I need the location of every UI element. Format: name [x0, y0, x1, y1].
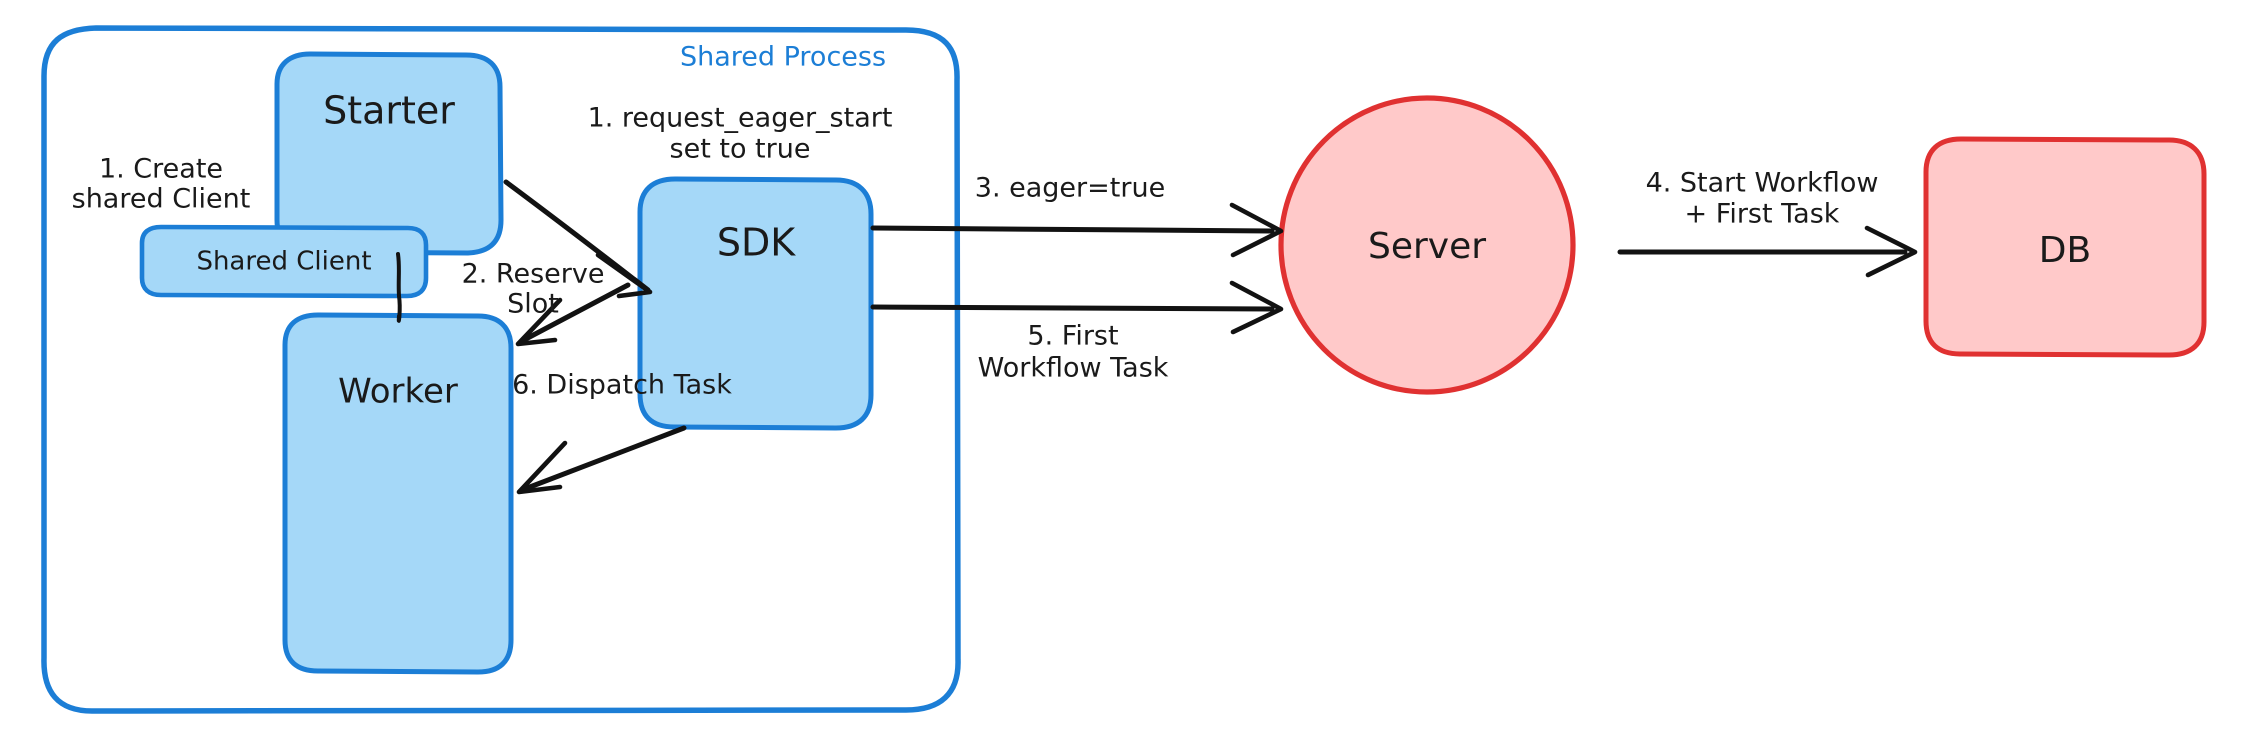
edge-starter-shared-client: [396, 252, 401, 298]
shared-process-border: [41, 25, 961, 714]
step6-line1: 6. Dispatch Task: [512, 370, 732, 401]
arrowhead-icon: [595, 252, 653, 299]
arrowhead-icon: [515, 297, 563, 347]
server-shape: [1278, 95, 1576, 395]
edge-line-visible: [519, 425, 687, 493]
arrowhead-icon: [516, 440, 568, 495]
step2-line2: Slot: [507, 289, 559, 320]
edge-sdk-worker-dispatch: [516, 425, 687, 495]
sdk-label: SDK: [717, 221, 796, 265]
worker-shape: [282, 312, 514, 675]
edge-sdk-server-firsttask: [870, 280, 1284, 335]
db-label: DB: [2039, 230, 2091, 271]
edge-line-visible: [519, 282, 631, 344]
edge-label-step3: 3. eager=true: [975, 173, 1165, 204]
starter-label: Starter: [323, 89, 455, 133]
edge-line: [396, 252, 401, 298]
edge-line: [870, 304, 1275, 312]
edge-line: [870, 225, 1275, 234]
step5-line2: Workflow Task: [978, 353, 1169, 384]
shared-client-label: Shared Client: [196, 247, 371, 277]
node-sdk[interactable]: SDK: [637, 176, 874, 431]
edge-sdk-worker-reserve: [515, 282, 631, 347]
edge-label-step6: 6. Dispatch Task: [512, 370, 732, 401]
node-db[interactable]: DB: [1923, 136, 2207, 358]
edge-label-step5: 5. First Workflow Task: [978, 321, 1169, 384]
worker-label: Worker: [338, 372, 458, 412]
step1-create-line2: shared Client: [72, 184, 251, 215]
edge-sdk-server-eager: [870, 202, 1284, 258]
starter-shape: [274, 51, 504, 256]
step1-eager-line2: set to true: [670, 134, 811, 165]
db-shape: [1923, 136, 2207, 358]
edge-label-step2: 2. Reserve Slot: [462, 259, 605, 320]
step5-line1: 5. First: [1027, 321, 1118, 352]
shared-client-shape: [139, 224, 429, 299]
edge-label-step4: 4. Start Workflow + First Task: [1646, 168, 1879, 230]
edge-starter-sdk: [503, 179, 653, 299]
edge-line-b: [396, 294, 402, 323]
server-label: Server: [1368, 226, 1486, 267]
shared-process-label: Shared Process: [680, 42, 886, 73]
step1-create-line1: 1. Create: [99, 154, 223, 185]
edge-label-step1-create: 1. Create shared Client: [72, 154, 251, 215]
edge-server-db: [1617, 225, 1918, 278]
node-starter[interactable]: Starter: [274, 51, 504, 256]
node-shared-client[interactable]: Shared Client: [139, 224, 429, 299]
edge-label-step1-eager: 1. request_eager_start set to true: [588, 103, 893, 165]
arrowhead-icon: [1229, 280, 1284, 335]
arrowhead-icon: [1229, 202, 1284, 258]
step2-line1: 2. Reserve: [462, 259, 605, 290]
step4-line2: + First Task: [1685, 199, 1840, 230]
step1-eager-line1: 1. request_eager_start: [588, 103, 893, 134]
edge-shared-client-worker: [396, 294, 402, 323]
sdk-shape: [637, 176, 874, 431]
group-shared-process: Shared Process: [41, 25, 961, 714]
node-server[interactable]: Server: [1278, 95, 1576, 395]
node-worker[interactable]: Worker: [282, 312, 514, 675]
arrowhead-icon: [1864, 225, 1918, 278]
step4-line1: 4. Start Workflow: [1646, 168, 1879, 199]
step3-line1: 3. eager=true: [975, 173, 1165, 204]
